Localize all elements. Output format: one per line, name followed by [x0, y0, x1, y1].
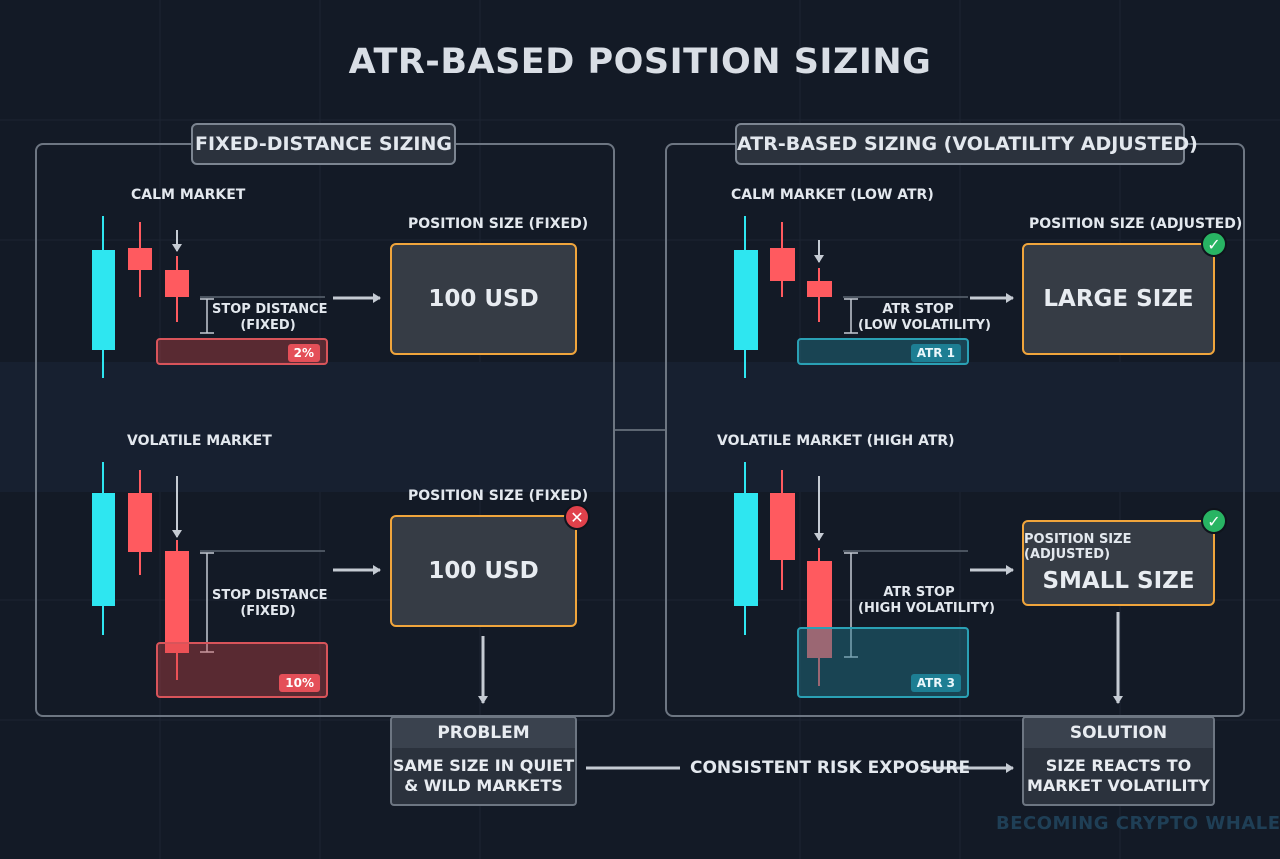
position-value: 100 USD: [428, 286, 539, 312]
left-volatile-stop-label: STOP DISTANCE (FIXED): [212, 588, 328, 620]
left-calm-position-label: POSITION SIZE (FIXED): [408, 216, 589, 232]
stop-label-line1: STOP DISTANCE: [212, 302, 328, 317]
risk-tag: 2%: [287, 344, 320, 362]
page-title: ATR-BASED POSITION SIZING: [348, 42, 932, 82]
atr-tag: ATR 3: [910, 674, 961, 692]
atr-tag: ATR 1: [910, 344, 961, 362]
left-calm-stop-label: STOP DISTANCE (FIXED): [212, 302, 328, 334]
solution-heading: SOLUTION: [1024, 718, 1213, 748]
problem-text: SAME SIZE IN QUIET & WILD MARKETS: [392, 748, 575, 796]
right-panel-header: ATR-BASED SIZING (VOLATILITY ADJUSTED): [735, 123, 1198, 165]
consistent-risk-text: CONSISTENT RISK EXPOSURE: [690, 758, 971, 778]
solution-line2: MARKET VOLATILITY: [1027, 776, 1210, 795]
stop-label-line1: ATR STOP: [882, 302, 954, 317]
solution-text: SIZE REACTS TO MARKET VOLATILITY: [1024, 748, 1213, 796]
candles-left-calm: [92, 216, 381, 378]
stop-label-line2: (FIXED): [240, 318, 296, 333]
left-volatile-position-box: 100 USD: [390, 515, 577, 627]
background-band: [0, 362, 1280, 492]
left-volatile-position-label: POSITION SIZE (FIXED): [408, 488, 589, 504]
right-calm-label: CALM MARKET (LOW ATR): [731, 187, 934, 203]
position-value: SMALL SIZE: [1042, 568, 1195, 594]
candles-left-volatile: [92, 462, 488, 704]
stop-label-line2: (FIXED): [240, 604, 296, 619]
solution-line1: SIZE REACTS TO: [1045, 756, 1192, 775]
position-value: LARGE SIZE: [1043, 286, 1194, 312]
stop-label-line2: (LOW VOLATILITY): [858, 318, 991, 333]
right-volatile-position-box: POSITION SIZE (ADJUSTED) SMALL SIZE: [1022, 520, 1215, 606]
risk-tag: 10%: [279, 674, 320, 692]
stop-label-line1: STOP DISTANCE: [212, 588, 328, 603]
solution-box: SOLUTION SIZE REACTS TO MARKET VOLATILIT…: [1022, 716, 1215, 806]
x-circle-icon: ✕: [564, 504, 590, 530]
right-calm-position-box: LARGE SIZE: [1022, 243, 1215, 355]
problem-box: PROBLEM SAME SIZE IN QUIET & WILD MARKET…: [390, 716, 577, 806]
check-circle-icon: ✓: [1201, 231, 1227, 257]
check-circle-icon: ✓: [1201, 508, 1227, 534]
stop-label-line1: ATR STOP: [883, 585, 955, 600]
candles-right-calm: [734, 216, 1014, 378]
problem-heading: PROBLEM: [392, 718, 575, 748]
left-volatile-risk-box: 10%: [156, 642, 328, 698]
right-volatile-label: VOLATILE MARKET (HIGH ATR): [717, 433, 955, 449]
right-calm-risk-box: ATR 1: [797, 338, 969, 365]
problem-line2: & WILD MARKETS: [404, 776, 563, 795]
right-calm-stop-label: ATR STOP (LOW VOLATILITY): [858, 302, 991, 334]
right-volatile-risk-box: ATR 3: [797, 627, 969, 698]
right-calm-position-label: POSITION SIZE (ADJUSTED): [1029, 216, 1243, 232]
position-value: 100 USD: [428, 558, 539, 584]
left-panel-header: FIXED-DISTANCE SIZING: [191, 123, 456, 165]
left-volatile-label: VOLATILE MARKET: [127, 433, 272, 449]
left-calm-position-box: 100 USD: [390, 243, 577, 355]
right-volatile-stop-label: ATR STOP (HIGH VOLATILITY): [858, 585, 996, 617]
watermark: BECOMING CRYPTO WHALE: [996, 813, 1280, 834]
left-calm-label: CALM MARKET: [131, 187, 246, 203]
problem-line1: SAME SIZE IN QUIET: [392, 756, 575, 775]
left-calm-risk-box: 2%: [156, 338, 328, 365]
candles-right-volatile: [734, 462, 1123, 704]
stop-label-line2: (HIGH VOLATILITY): [858, 601, 996, 616]
position-label: POSITION SIZE (ADJUSTED): [1024, 532, 1132, 562]
